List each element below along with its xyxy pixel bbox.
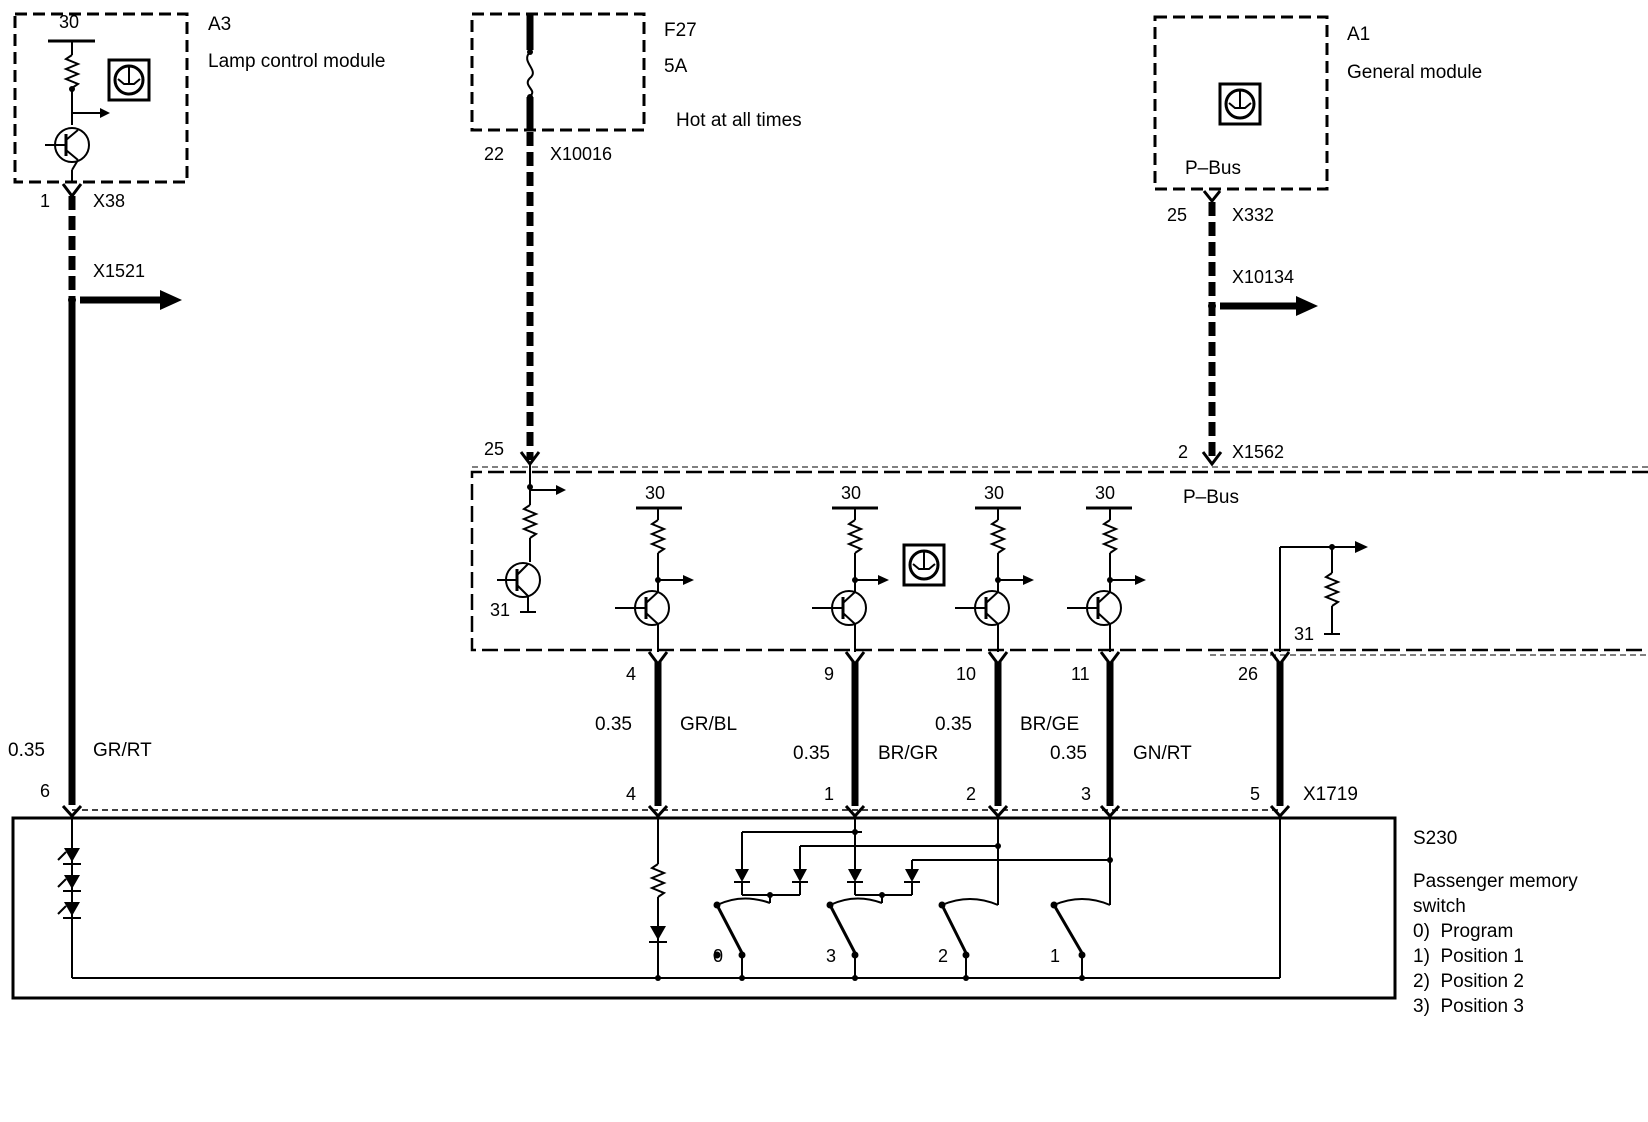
- x10134-label: X10134: [1232, 267, 1294, 287]
- main-pin-in: 25: [484, 439, 504, 459]
- output-stage-3: 30: [955, 483, 1034, 652]
- output-stage-1: 30: [615, 483, 694, 652]
- main-pin-bus: 2: [1178, 442, 1188, 462]
- supply-30-3: 30: [984, 483, 1004, 503]
- a3-name: Lamp control module: [208, 51, 385, 72]
- a3-module-border: [13, 12, 189, 184]
- wire2-top-pin: 4: [626, 664, 636, 684]
- wire4-top-pin: 10: [956, 664, 976, 684]
- f27-border: [470, 12, 646, 132]
- f27-pin: 22: [484, 144, 504, 164]
- switch-2: 2: [938, 898, 999, 978]
- diode-2-icon: [793, 869, 807, 882]
- diode-4-icon: [905, 869, 919, 882]
- wire4-gauge: 0.35: [935, 714, 972, 735]
- x1719-connector: X1719: [1303, 784, 1358, 805]
- s230-position-0: 0) Program: [1413, 921, 1513, 942]
- x10134-splice-dot: [1208, 302, 1216, 310]
- x38-connector-mark: [61, 183, 83, 199]
- switch-1: 1: [1050, 898, 1111, 978]
- f27-note: Hot at all times: [676, 110, 802, 131]
- wire5-gauge: 0.35: [1050, 743, 1087, 764]
- switch-1-num: 1: [1050, 946, 1060, 966]
- wire4-color: BR/GE: [1020, 714, 1079, 735]
- output-stage-4: 30: [1067, 483, 1146, 652]
- a1-general-module: P–Bus A1 General module 25 X332: [1153, 15, 1482, 225]
- s230-border: [11, 816, 1397, 1000]
- led-2-icon: [64, 875, 80, 889]
- wire1-bottom-pin: 6: [40, 781, 50, 801]
- wire5-bottom-pin: 3: [1081, 784, 1091, 804]
- wire5-color: GN/RT: [1133, 743, 1192, 764]
- s230-name-line2: switch: [1413, 896, 1466, 917]
- diode-1-icon: [735, 869, 749, 882]
- a3-connector: X38: [93, 191, 125, 211]
- s230-name-line1: Passenger memory: [1413, 871, 1578, 892]
- diode-3-icon: [848, 869, 862, 882]
- a3-pin-30: 30: [59, 12, 79, 32]
- output-stage-2: 30: [812, 483, 889, 652]
- wire3-bottom-pin: 1: [824, 784, 834, 804]
- s230-position-2: 2) Position 2: [1413, 971, 1524, 992]
- wire5-top-pin: 11: [1071, 664, 1090, 684]
- wire2-bottom-pin: 4: [626, 784, 636, 804]
- wire4-bottom-pin: 2: [966, 784, 976, 804]
- wire3-color: BR/GR: [878, 743, 938, 764]
- a1-name: General module: [1347, 62, 1482, 83]
- fuse-icon: [526, 51, 534, 97]
- f27-connector: X10016: [550, 144, 612, 164]
- main-connector-bus: X1562: [1232, 442, 1284, 462]
- a3-id: A3: [208, 14, 231, 35]
- a1-control-unit-icon: [1218, 82, 1262, 126]
- a1-border: [1153, 15, 1329, 191]
- wire6-bottom-pin: 5: [1250, 784, 1260, 804]
- x1562-connector-mark: [1201, 451, 1223, 467]
- wire1-gauge: 0.35: [8, 740, 45, 761]
- s230-memory-switch: 0 3 2 1: [11, 816, 1397, 1000]
- a3-lamp-control-module: A3 Lamp control module 30 1 X38: [13, 12, 385, 211]
- wire2-color: GR/BL: [680, 714, 737, 735]
- a1-connector: X332: [1232, 205, 1274, 225]
- a1-bus: P–Bus: [1185, 158, 1241, 179]
- a1-pin: 25: [1167, 205, 1187, 225]
- x1521-arrow-icon: [160, 290, 182, 310]
- s230-position-1: 1) Position 1: [1413, 946, 1524, 967]
- main-control-unit-icon: [902, 543, 946, 587]
- switch-3: 3: [826, 897, 883, 978]
- f27-fuse-box: F27 5A Hot at all times 22 X10016: [470, 12, 802, 164]
- a1-id: A1: [1347, 24, 1370, 45]
- illum-led-icon: [650, 926, 666, 940]
- wire2-gauge: 0.35: [595, 714, 632, 735]
- main-pin-31a: 31: [490, 600, 510, 620]
- s230-id: S230: [1413, 828, 1457, 849]
- wire3-top-pin: 9: [824, 664, 834, 684]
- switch-0-num: 0: [713, 946, 723, 966]
- x10134-arrow-icon: [1296, 296, 1318, 316]
- s230-position-3: 3) Position 3: [1413, 996, 1524, 1017]
- led-1-icon: [64, 848, 80, 862]
- main-bus: P–Bus: [1183, 487, 1239, 508]
- switch-2-num: 2: [938, 946, 948, 966]
- harness-wires: [72, 651, 1291, 811]
- f27-rating: 5A: [664, 56, 688, 77]
- supply-30-1: 30: [645, 483, 665, 503]
- wire3-gauge: 0.35: [793, 743, 830, 764]
- f27-id: F27: [664, 20, 697, 41]
- led-3-icon: [64, 902, 80, 916]
- main-control-module: 25 2 X1562 P–Bus 31 31: [470, 439, 1648, 656]
- wire6-top-pin: 26: [1238, 664, 1258, 684]
- x332-connector-mark: [1202, 190, 1222, 204]
- switch-3-num: 3: [826, 946, 836, 966]
- switch-0: 0: [713, 897, 771, 978]
- main-module-border: [470, 470, 1648, 652]
- supply-30-4: 30: [1095, 483, 1115, 503]
- x1521-label: X1521: [93, 261, 145, 281]
- main-pin-31b: 31: [1294, 624, 1314, 644]
- supply-30-2: 30: [841, 483, 861, 503]
- a3-pin-out: 1: [40, 191, 50, 211]
- a3-control-unit-icon: [107, 58, 151, 102]
- wire1-color: GR/RT: [93, 740, 152, 761]
